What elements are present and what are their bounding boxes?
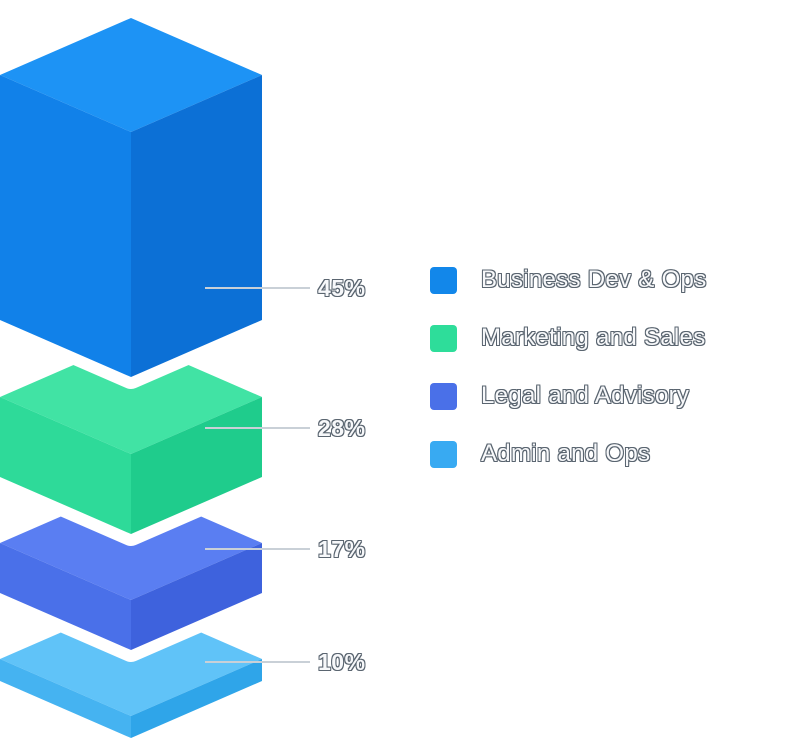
legend-label: Admin and Ops	[481, 440, 651, 467]
percent-label-marketing-and-sales: 28%	[318, 415, 366, 441]
legend-swatch	[430, 440, 457, 468]
legend-item-marketing-and-sales: Marketing and Sales	[430, 324, 707, 352]
cube-right-face	[131, 75, 262, 377]
leader-lines	[205, 287, 310, 663]
percent-label-legal-and-advisory: 17%	[318, 536, 366, 562]
percent-label-admin-and-ops: 10%	[318, 649, 366, 675]
legend-swatch	[430, 324, 457, 352]
segment-business-dev-ops	[0, 6, 274, 389]
legend-label: Marketing and Sales	[481, 324, 706, 351]
cube-right-face	[131, 659, 262, 738]
legend-item-legal-and-advisory: Legal and Advisory	[430, 382, 707, 410]
percent-label-business-dev-ops: 45%	[318, 275, 366, 301]
segment-marketing-and-sales	[0, 328, 274, 546]
cube-left-face	[0, 75, 131, 377]
cube-right-face	[131, 397, 262, 534]
legend-item-business-dev-ops: Business Dev & Ops	[430, 266, 707, 294]
cube-right-face	[131, 543, 262, 650]
cube-left-face	[0, 397, 131, 534]
legend-label: Business Dev & Ops	[481, 266, 707, 293]
legend-swatch	[430, 266, 457, 294]
cube-left-face	[0, 543, 131, 650]
legend-item-admin-and-ops: Admin and Ops	[430, 440, 707, 468]
legend-swatch	[430, 382, 457, 410]
cube-left-face	[0, 659, 131, 738]
legend: Business Dev & Ops Marketing and Sales L…	[430, 266, 707, 468]
legend-label: Legal and Advisory	[481, 382, 690, 409]
